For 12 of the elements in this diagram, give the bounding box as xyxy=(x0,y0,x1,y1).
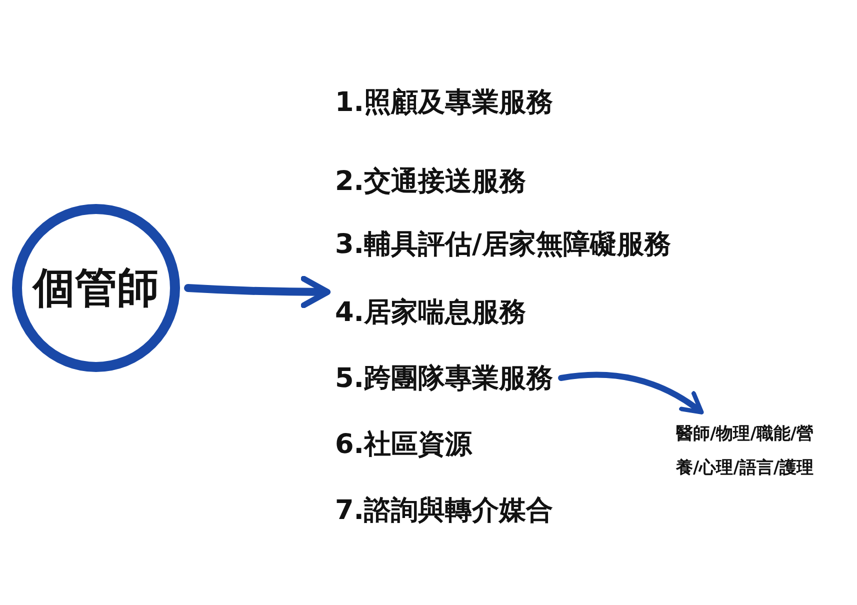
specialty-list-text: 醫師/物理/職能/營養/心理/語言/護理 xyxy=(676,417,826,485)
service-item: 7.諮詢與轉介媒合 xyxy=(335,492,554,528)
service-item: 1.照顧及專業服務 xyxy=(335,84,554,120)
service-item: 3.輔具評估/居家無障礙服務 xyxy=(335,226,671,262)
arrow xyxy=(558,372,704,414)
service-item: 4.居家喘息服務 xyxy=(335,294,526,330)
arrow xyxy=(184,276,331,308)
service-item: 2.交通接送服務 xyxy=(335,163,526,199)
role-label: 個管師 xyxy=(33,262,159,314)
role-circle xyxy=(12,204,180,372)
service-item: 6.社區資源 xyxy=(335,426,472,462)
service-item: 5.跨團隊專業服務 xyxy=(335,360,554,396)
